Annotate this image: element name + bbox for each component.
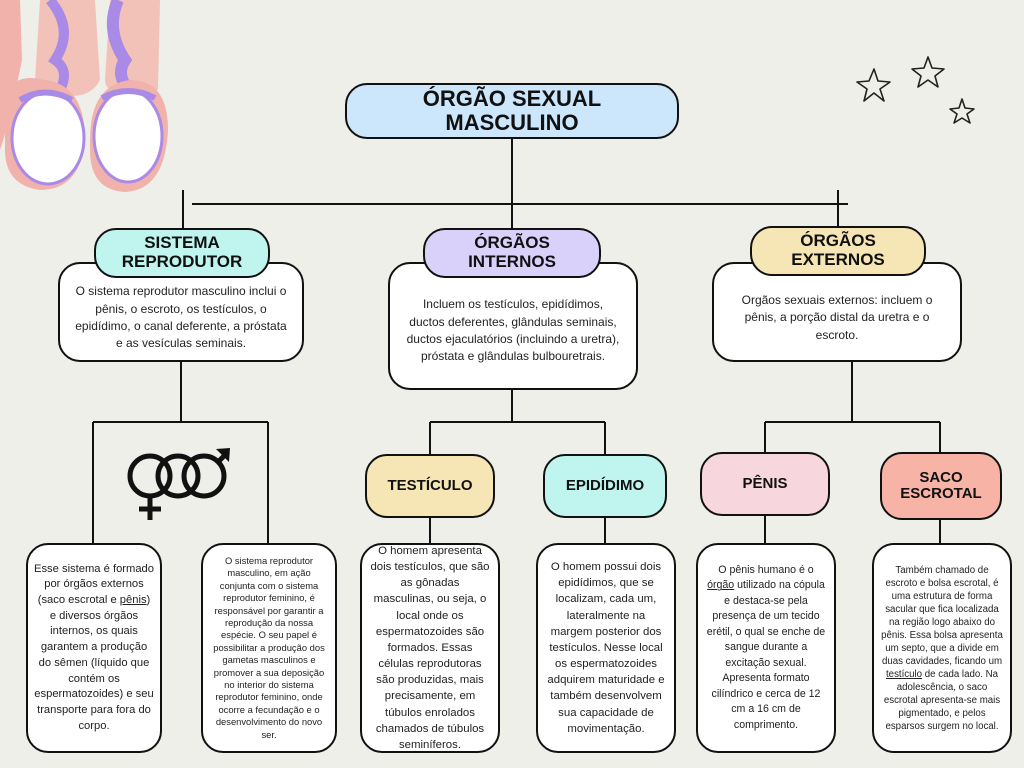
testiculo-detail-box: O homem apresenta dois testículos, que s…: [360, 543, 500, 753]
testiculo-title: TESTÍCULO: [387, 476, 473, 494]
epididimo-detail: O homem possui dois epidídimos, que se l…: [547, 560, 665, 735]
testiculo-link[interactable]: testículo: [885, 668, 923, 680]
penis-link[interactable]: pênis: [119, 594, 147, 607]
penis-title: PÊNIS: [742, 474, 788, 492]
sistema-title-line1: SISTEMA: [144, 233, 220, 253]
saco-detail-post: de cada lado. Na adolescência, o saco es…: [883, 668, 1001, 732]
epididimo-node: EPIDÍDIMO: [543, 454, 667, 518]
sistema-detail-left-post: ) e diversos órgãos internos, os quais g…: [34, 594, 154, 732]
penis-detail-box: O pênis humano é o órgão utilizado na có…: [696, 543, 836, 753]
saco-detail-box: Também chamado de escroto e bolsa escrot…: [872, 543, 1012, 753]
internos-title-line2: INTERNOS: [468, 252, 556, 271]
saco-detail-pre: Também chamado de escroto e bolsa escrot…: [881, 564, 1003, 667]
sistema-title-line2: REPRODUTOR: [121, 252, 243, 271]
testiculo-detail: O homem apresenta dois testículos, que s…: [370, 544, 490, 752]
epididimo-detail-box: O homem possui dois epidídimos, que se l…: [536, 543, 676, 753]
root-title-line1: ÓRGÃO SEXUAL: [422, 85, 602, 111]
stars-icon: [856, 56, 975, 124]
sistema-detail-left-box: Esse sistema é formado por órgãos extern…: [26, 543, 162, 753]
orgaos-internos-node: ÓRGÃOS INTERNOS: [423, 228, 601, 278]
testes-illustration-icon: [0, 0, 168, 192]
saco-escrotal-node: SACO ESCROTAL: [880, 452, 1002, 520]
externos-title-line2: EXTERNOS: [791, 250, 885, 269]
penis-detail-post: utilizado na cópula e destaca-se pela pr…: [706, 579, 826, 731]
root-title-line2: MASCULINO: [445, 110, 579, 135]
sistema-description-box: O sistema reprodutor masculino inclui o …: [58, 262, 304, 362]
penis-detail: O pênis humano é o órgão utilizado na có…: [706, 563, 826, 733]
orgaos-externos-node: ÓRGÃOS EXTERNOS: [750, 226, 926, 276]
externos-title-line1: ÓRGÃOS: [800, 231, 876, 251]
penis-node: PÊNIS: [700, 452, 830, 516]
saco-title-line1: SACO: [919, 468, 963, 486]
gender-symbols-icon: [127, 448, 230, 520]
sistema-detail-left-pre: Esse sistema é formado por órgãos extern…: [34, 562, 155, 607]
externos-description-box: Orgãos sexuais externos: incluem o pênis…: [712, 262, 962, 362]
root-node: ÓRGÃO SEXUAL MASCULINO: [345, 83, 679, 139]
testiculo-node: TESTÍCULO: [365, 454, 495, 518]
externos-description: Orgãos sexuais externos: incluem o pênis…: [741, 292, 933, 342]
internos-description: Incluem os testículos, epidídimos, ducto…: [406, 297, 620, 364]
sistema-detail-left: Esse sistema é formado por órgãos extern…: [34, 562, 154, 734]
epididimo-title: EPIDÍDIMO: [565, 476, 645, 494]
internos-title-line1: ÓRGÃOS: [474, 233, 550, 253]
penis-detail-pre: O pênis humano é o: [718, 564, 814, 576]
internos-description-box: Incluem os testículos, epidídimos, ducto…: [388, 262, 638, 390]
saco-title-line2: ESCROTAL: [900, 485, 982, 502]
orgao-link[interactable]: órgão: [707, 579, 735, 592]
sistema-detail-right-box: O sistema reprodutor masculino, em ação …: [201, 543, 337, 753]
sistema-reprodutor-node: SISTEMA REPRODUTOR: [94, 228, 270, 278]
sistema-detail-right: O sistema reprodutor masculino, em ação …: [213, 554, 325, 740]
saco-detail: Também chamado de escroto e bolsa escrot…: [880, 564, 1004, 733]
sistema-description: O sistema reprodutor masculino inclui o …: [75, 284, 287, 351]
